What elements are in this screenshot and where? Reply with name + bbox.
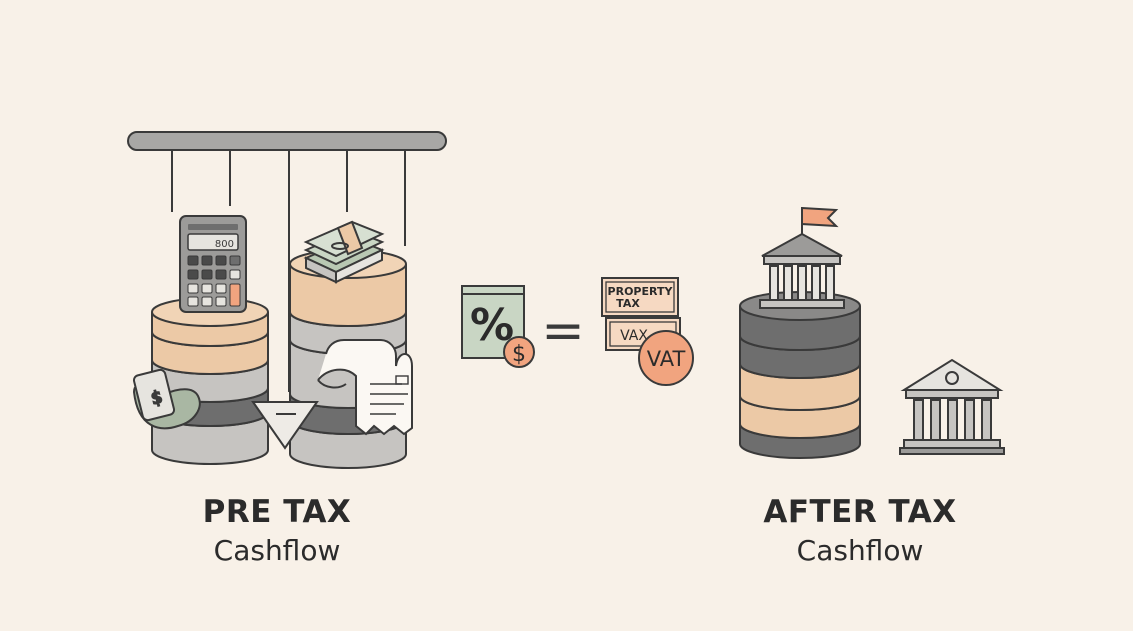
pre-tax-caption: PRE TAX Cashflow xyxy=(157,494,397,567)
coin-dollar-symbol: $ xyxy=(512,342,526,367)
after-tax-stack xyxy=(739,291,861,459)
pre-tax-title: PRE TAX xyxy=(202,494,352,530)
calculator-display: 800 xyxy=(215,239,234,250)
vax-label: VAX xyxy=(620,328,648,344)
phone-dollar-icon: $ xyxy=(132,368,201,430)
property-tax-line2: TAX xyxy=(616,297,640,310)
after-tax-caption: AFTER TAX Cashflow xyxy=(730,494,990,567)
pre-tax-left-stack xyxy=(151,297,269,465)
after-tax-subtitle: Cashflow xyxy=(796,534,924,567)
vat-label: VAT xyxy=(647,347,686,371)
after-tax-title: AFTER TAX xyxy=(763,494,957,530)
dollar-coin-icon: $ xyxy=(503,336,535,368)
receipt-icon xyxy=(317,339,413,436)
property-tax-sign-icon: PROPERTY TAX xyxy=(601,277,679,317)
vat-badge-icon: VAT xyxy=(638,330,694,386)
property-tax-line1: PROPERTY xyxy=(608,285,674,298)
flag-bank-icon xyxy=(759,206,845,309)
cash-stack-icon xyxy=(303,220,385,284)
arrow-down-icon xyxy=(251,401,319,450)
bank-icon xyxy=(899,358,1005,455)
pre-tax-subtitle: Cashflow xyxy=(213,534,341,567)
equals-sign: = xyxy=(541,301,585,361)
calculator-icon: 800 xyxy=(179,215,247,313)
